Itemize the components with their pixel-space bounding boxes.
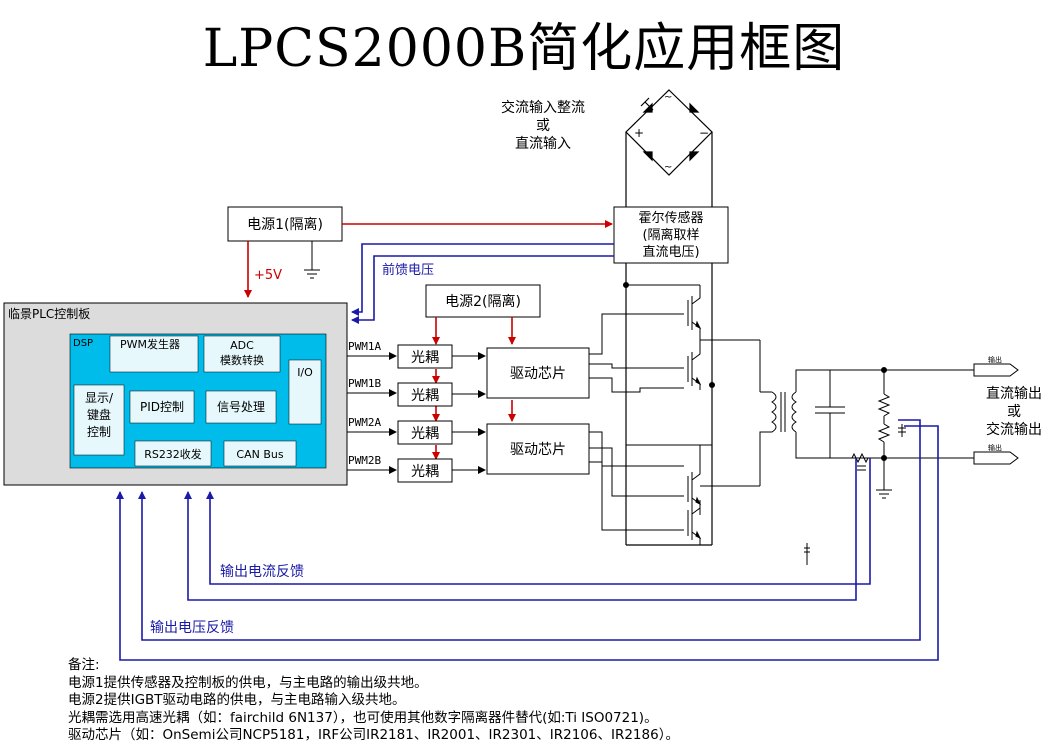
- pwm1b-label: PWM1B: [348, 377, 381, 390]
- input-label: 交流输入整流 或 直流输入: [501, 99, 585, 152]
- note-line: 驱动芯片（如：OnSemi公司NCP5181，IRF公司IR2181、IR200…: [68, 727, 679, 743]
- svg-text:~: ~: [664, 92, 672, 103]
- svg-text:交流输出: 交流输出: [986, 421, 1042, 438]
- page-title: LPCS2000B简化应用框图: [202, 19, 846, 79]
- notes-heading: 备注:: [68, 657, 100, 673]
- svg-text:控制: 控制: [87, 425, 111, 439]
- svg-text:RS232收发: RS232收发: [144, 447, 202, 461]
- feedforward-label: 前馈电压: [382, 262, 434, 278]
- svg-text:霍尔传感器: 霍尔传感器: [638, 210, 703, 226]
- pid-block: PID控制: [129, 390, 195, 424]
- svg-text:I/O: I/O: [297, 366, 313, 379]
- output-terminal-label-bottom: 输出: [988, 443, 1002, 452]
- plus5v-label: +5V: [254, 268, 282, 283]
- svg-text:(隔离取样: (隔离取样: [642, 227, 699, 243]
- svg-text:模数转换: 模数转换: [220, 353, 264, 367]
- power2-block: 电源2(隔离): [425, 284, 541, 318]
- power1-block: 电源1(隔离): [227, 206, 343, 242]
- optocoupler-3: 光耦: [397, 420, 453, 445]
- svg-text:直流电压): 直流电压): [642, 245, 699, 260]
- igbt-bridge: [623, 282, 761, 545]
- svg-text:CAN Bus: CAN Bus: [236, 448, 283, 461]
- svg-text:PWM发生器: PWM发生器: [120, 337, 180, 351]
- driver-chip-2: 驱动芯片: [486, 423, 590, 475]
- signal-processing-block: 信号处理: [205, 390, 277, 424]
- output-label: 直流输出 或 交流输出: [986, 385, 1042, 438]
- svg-text:直流输出: 直流输出: [986, 385, 1042, 402]
- bridge-rectifier: + − ~ ~: [625, 89, 713, 546]
- note-line: 电源1提供传感器及控制板的供电，与主电路的输出级共地。: [68, 674, 428, 691]
- svg-text:直流输入: 直流输入: [515, 135, 571, 152]
- svg-text:电源2(隔离): 电源2(隔离): [445, 293, 521, 310]
- svg-text:或: 或: [1007, 404, 1021, 420]
- output-terminal-label-top: 输出: [988, 355, 1002, 364]
- driver-chip-1: 驱动芯片: [486, 347, 590, 399]
- feedforward-lines: [351, 243, 614, 324]
- svg-text:临景PLC控制板: 临景PLC控制板: [8, 307, 90, 321]
- pwm-lines: [347, 352, 397, 474]
- pwm1a-label: PWM1A: [348, 340, 381, 353]
- svg-text:−: −: [699, 126, 709, 140]
- pwm2b-label: PWM2B: [348, 454, 381, 467]
- note-line: 光耦需选用高速光耦（如：fairchild 6N137），也可使用其他数字隔离器…: [68, 709, 658, 726]
- svg-text:+: +: [634, 126, 644, 140]
- note-line: 电源2提供IGBT驱动电路的供电，与主电路输入级共地。: [68, 692, 406, 708]
- svg-text:光耦: 光耦: [411, 350, 439, 366]
- svg-text:光耦: 光耦: [411, 426, 439, 442]
- opto-to-driver-lines: [452, 352, 486, 474]
- optocoupler-2: 光耦: [397, 382, 453, 407]
- svg-text:驱动芯片: 驱动芯片: [510, 442, 566, 458]
- voltage-feedback-label: 输出电压反馈: [150, 620, 234, 636]
- output-terminals: [973, 363, 1019, 465]
- svg-text:光耦: 光耦: [411, 388, 439, 404]
- svg-text:ADC: ADC: [230, 339, 254, 352]
- output-transformer: [759, 367, 974, 565]
- rs232-block: RS232收发: [134, 440, 212, 467]
- dsp-label: DSP: [73, 338, 93, 349]
- optocoupler-1: 光耦: [397, 344, 453, 369]
- svg-text:交流输入整流: 交流输入整流: [501, 99, 585, 116]
- svg-text:显示/: 显示/: [85, 391, 114, 405]
- svg-text:电源1(隔离): 电源1(隔离): [247, 216, 323, 233]
- can-bus-block: CAN Bus: [223, 440, 297, 467]
- adc-block: ADC 模数转换: [203, 335, 281, 373]
- svg-text:光耦: 光耦: [411, 464, 439, 480]
- io-block: I/O: [288, 359, 322, 425]
- current-feedback-label: 输出电流反馈: [220, 564, 304, 580]
- svg-text:PID控制: PID控制: [140, 400, 184, 414]
- hall-sensor-block: 霍尔传感器 (隔离取样 直流电压): [613, 206, 729, 264]
- power1-ground: [304, 241, 320, 279]
- display-keyboard-block: 显示/ 键盘 控制: [73, 384, 125, 456]
- svg-text:键盘: 键盘: [87, 407, 111, 422]
- notes-section: 备注: 电源1提供传感器及控制板的供电，与主电路的输出级共地。 电源2提供IGB…: [68, 657, 679, 745]
- pwm2a-label: PWM2A: [348, 416, 381, 429]
- svg-text:驱动芯片: 驱动芯片: [510, 366, 566, 382]
- svg-text:~: ~: [664, 162, 672, 173]
- optocoupler-4: 光耦: [397, 458, 453, 483]
- pwm-generator-block: PWM发生器: [109, 335, 199, 373]
- feedback-lines: [116, 419, 939, 661]
- svg-text:或: 或: [536, 118, 550, 134]
- power2-arrows: [432, 317, 516, 460]
- svg-text:信号处理: 信号处理: [217, 400, 265, 414]
- gate-wiring: [589, 313, 684, 531]
